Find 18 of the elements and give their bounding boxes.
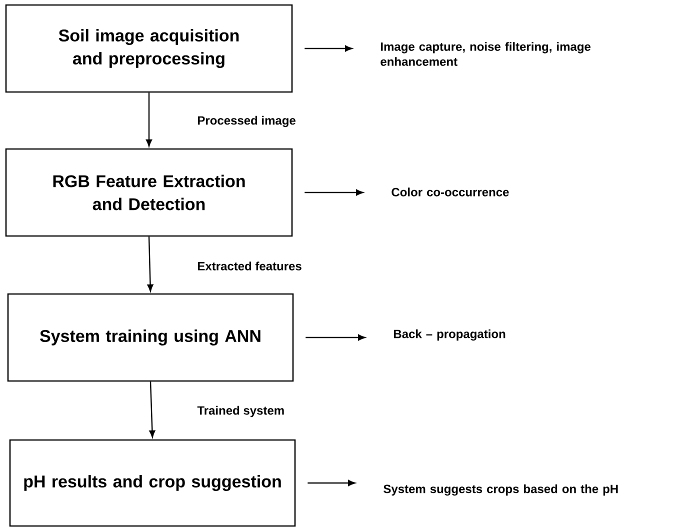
description-text: Image capture, noise filtering, image enhancement: [380, 42, 590, 66]
arrow: [304, 189, 364, 196]
arrow: [308, 480, 356, 486]
edge-label: Processed image: [196, 114, 297, 128]
process-box: pH results and crop suggestion: [9, 439, 296, 527]
description-text: Color co-occurrence: [392, 188, 509, 196]
description-text: System suggests crops based on the pH: [384, 484, 618, 496]
process-box: System training using ANN: [7, 293, 294, 382]
description-text: Back – propagation: [394, 329, 506, 341]
arrow: [147, 236, 154, 292]
edge-label: Trained system: [196, 404, 286, 418]
arrow: [306, 334, 366, 341]
arrow: [149, 382, 156, 438]
process-box: Soil image acquisition and preprocessing: [5, 4, 293, 93]
arrow: [304, 45, 352, 52]
edge-label: Extracted features: [196, 260, 303, 272]
process-box: RGB Feature Extraction and Detection: [5, 148, 293, 237]
arrow: [146, 92, 152, 147]
